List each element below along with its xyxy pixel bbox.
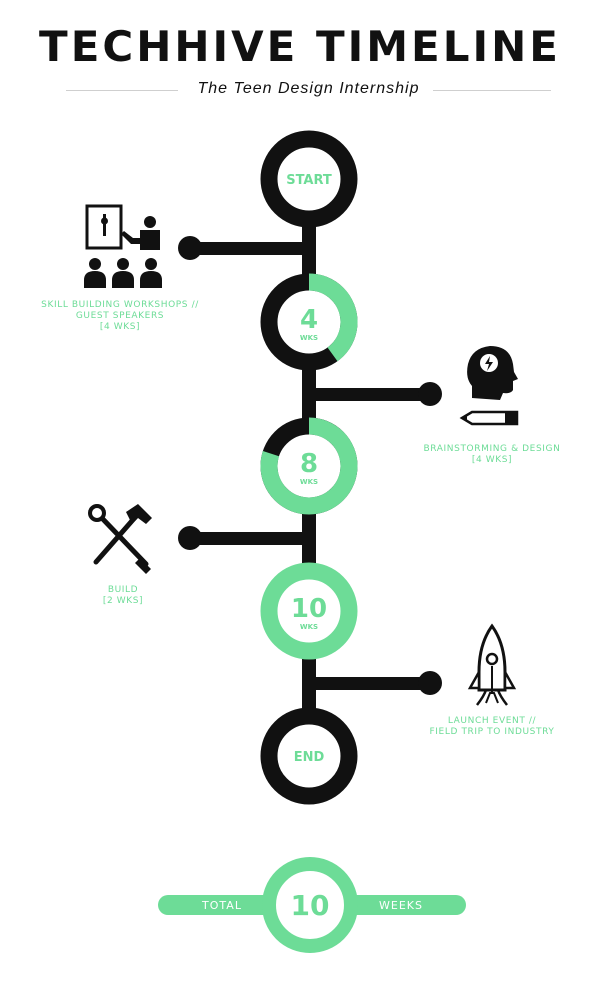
subtitle-rule-left bbox=[66, 90, 178, 91]
node-label-end: END bbox=[294, 750, 325, 765]
node-label-start: START bbox=[286, 173, 332, 188]
page-subtitle: The Teen Design Internship bbox=[197, 80, 420, 97]
timeline-node-8-weeks: 8 WKS bbox=[260, 417, 358, 515]
workshop-presentation-icon bbox=[84, 204, 162, 288]
phase-label-workshops: SKILL BUILDING WORKSHOPS // GUEST SPEAKE… bbox=[41, 300, 199, 332]
total-right-label: WEEKS bbox=[379, 899, 423, 912]
node-unit-10: WKS bbox=[300, 623, 318, 631]
total-value: 10 bbox=[291, 889, 330, 922]
timeline-node-end: END bbox=[260, 707, 358, 805]
phase-label-build: BUILD [2 WKS] bbox=[102, 585, 144, 606]
total-badge: TOTAL 10 WEEKS bbox=[158, 857, 466, 953]
total-left-label: TOTAL bbox=[201, 899, 242, 912]
node-unit-4: WKS bbox=[300, 334, 318, 342]
subtitle-row: The Teen Design Internship bbox=[66, 80, 551, 100]
branch-3 bbox=[178, 526, 310, 550]
timeline-node-start: START bbox=[260, 130, 358, 228]
branch-4 bbox=[309, 671, 442, 695]
branch-2 bbox=[309, 382, 442, 406]
node-unit-8: WKS bbox=[300, 478, 318, 486]
node-value-8: 8 bbox=[300, 449, 318, 479]
branch-1 bbox=[178, 236, 310, 260]
page-title: TECHHIVE TIMELINE bbox=[39, 22, 561, 71]
phase-label-launch: LAUNCH EVENT // FIELD TRIP TO INDUSTRY bbox=[429, 716, 555, 737]
wrench-hammer-icon bbox=[88, 504, 152, 574]
rocket-icon bbox=[467, 623, 517, 706]
phase-label-brainstorming: BRAINSTORMING & DESIGN [4 WKS] bbox=[423, 444, 561, 465]
node-value-4: 4 bbox=[300, 305, 318, 335]
subtitle-rule-right bbox=[433, 90, 551, 91]
timeline-node-4-weeks: 4 WKS bbox=[260, 273, 358, 371]
timeline-node-10-weeks: 10 WKS bbox=[260, 562, 358, 660]
node-value-10: 10 bbox=[291, 594, 327, 624]
brain-pencil-icon bbox=[459, 346, 519, 426]
